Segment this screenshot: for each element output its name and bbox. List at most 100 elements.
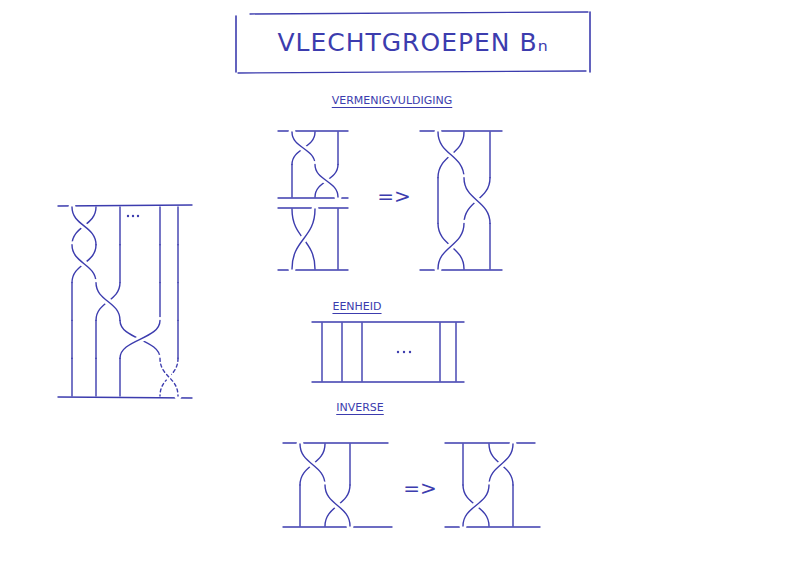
strand	[325, 485, 350, 526]
implies-arrow: =>	[403, 477, 437, 499]
crossing-gap	[292, 209, 315, 269]
crossing-gap	[72, 245, 96, 283]
strand	[489, 132, 490, 178]
crossing-gap	[292, 132, 315, 165]
crossing-gap	[438, 132, 464, 178]
strand	[489, 444, 513, 485]
crossing-gap	[315, 165, 338, 198]
strand	[119, 358, 120, 396]
braid-bar	[278, 130, 348, 131]
implies-arrow: =>	[377, 185, 411, 207]
strand	[300, 444, 325, 485]
strand	[438, 223, 464, 269]
strand	[438, 223, 464, 269]
braid-bar	[445, 526, 540, 527]
strand	[349, 444, 350, 485]
strand	[315, 165, 338, 198]
strand	[292, 132, 315, 165]
strand	[292, 209, 315, 269]
strand	[337, 209, 338, 269]
braid-bar	[312, 321, 464, 322]
strand	[512, 485, 513, 526]
crossing-gap	[120, 320, 160, 358]
strand	[337, 132, 338, 165]
strand	[119, 245, 120, 283]
braid-bar	[58, 397, 192, 398]
strand	[72, 245, 96, 283]
crossing-gap	[464, 178, 490, 224]
strand	[341, 323, 342, 381]
braid-bar	[283, 526, 392, 527]
strand	[71, 358, 72, 396]
strand	[438, 132, 464, 178]
strand	[72, 207, 96, 245]
strand	[439, 323, 440, 381]
ellipsis-dot	[403, 351, 405, 353]
braid-bar	[445, 442, 535, 443]
strand	[292, 132, 315, 165]
strand	[463, 485, 489, 526]
strand	[463, 485, 489, 526]
braid-bar	[58, 205, 192, 206]
braid-bar	[312, 381, 464, 382]
ellipsis-dot	[132, 215, 134, 217]
strand	[291, 165, 292, 198]
strand	[71, 320, 72, 358]
strand	[96, 283, 120, 321]
strand	[177, 320, 178, 358]
crossing-gap	[300, 444, 325, 485]
section-heading: INVERSE	[336, 402, 384, 414]
strand	[120, 320, 160, 358]
strand	[177, 245, 178, 283]
crossing-gap	[160, 358, 178, 396]
section-heading: VERMENIGVULDIGING	[332, 95, 453, 107]
strand	[159, 283, 160, 321]
strand	[120, 320, 160, 358]
strand	[438, 132, 464, 178]
crossing-gap	[72, 207, 96, 245]
crossing-gap	[96, 283, 120, 321]
strand	[159, 245, 160, 283]
strand	[72, 245, 96, 283]
crossing-gap	[438, 223, 464, 269]
strand	[489, 444, 513, 485]
strand	[462, 444, 463, 485]
strand	[437, 178, 438, 224]
braid-bar	[278, 269, 348, 270]
strand	[96, 283, 120, 321]
strand	[455, 323, 456, 381]
ellipsis-dot	[137, 215, 139, 217]
strand	[71, 283, 72, 321]
title: VLECHTGROEPEN Bₙ	[277, 29, 548, 57]
strand	[177, 207, 178, 245]
strand	[361, 323, 362, 381]
title-bracket	[589, 12, 591, 72]
crossing-gap	[463, 485, 489, 526]
strand	[160, 358, 178, 396]
crossing-gap	[489, 444, 513, 485]
title-bracket	[250, 12, 588, 14]
strand	[95, 358, 96, 396]
strand	[321, 323, 322, 381]
strand	[292, 209, 315, 269]
strand	[489, 223, 490, 269]
ellipsis-dot	[409, 351, 411, 353]
strand	[95, 320, 96, 358]
strand	[325, 485, 350, 526]
strand	[119, 207, 120, 245]
strand	[464, 178, 490, 224]
strand	[315, 165, 338, 198]
strand	[72, 207, 96, 245]
crossing-gap	[325, 485, 350, 526]
section-heading: EENHEID	[332, 301, 381, 313]
title-bracket	[235, 16, 237, 72]
strand	[464, 178, 490, 224]
ellipsis-dot	[127, 215, 129, 217]
title-bracket	[238, 71, 586, 73]
ellipsis-dot	[397, 351, 399, 353]
strand	[300, 444, 325, 485]
strand	[160, 358, 178, 396]
strand	[177, 283, 178, 321]
